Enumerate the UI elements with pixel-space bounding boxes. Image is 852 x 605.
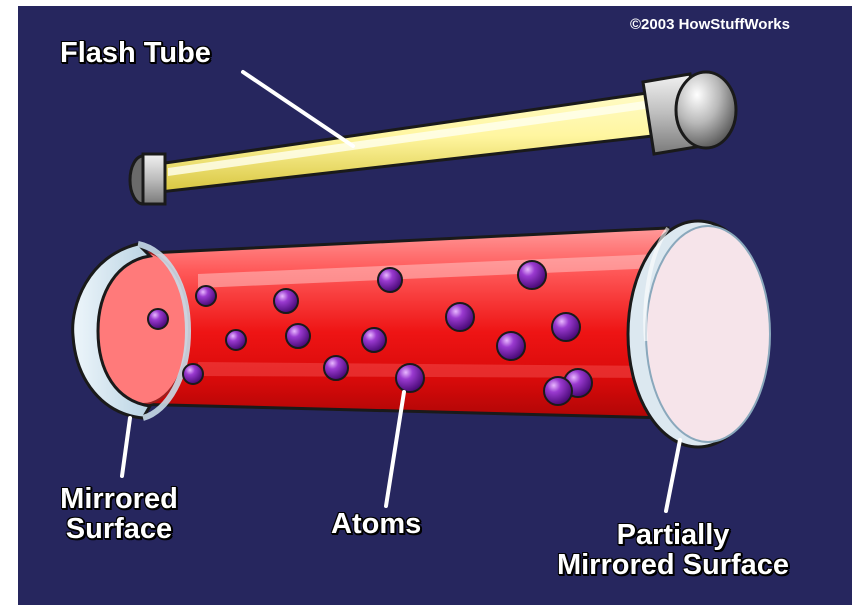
- atom: [497, 332, 525, 360]
- atom: [196, 286, 216, 306]
- flash-tube-right-cap: [643, 72, 736, 154]
- leader-mirrored-surface: [122, 418, 130, 476]
- atom: [183, 364, 203, 384]
- leader-partially-mirrored: [666, 440, 680, 511]
- atom: [544, 377, 572, 405]
- atom: [396, 364, 424, 392]
- leader-flash-tube: [243, 72, 353, 146]
- atom: [378, 268, 402, 292]
- atom: [362, 328, 386, 352]
- atom: [286, 324, 310, 348]
- atom: [148, 309, 168, 329]
- copyright-notice: ©2003 HowStuffWorks: [630, 16, 790, 33]
- label-partially-line2: Mirrored Surface: [518, 550, 828, 580]
- label-flash-tube: Flash Tube: [60, 38, 211, 68]
- label-partially-mirrored-surface: Partially Mirrored Surface: [518, 520, 828, 580]
- label-mirrored-surface: Mirrored Surface: [44, 484, 194, 544]
- diagram-panel: ©2003 HowStuffWorks Flash Tube Mirrored …: [18, 6, 852, 605]
- label-partially-line1: Partially: [518, 520, 828, 550]
- label-mirrored-surface-line2: Surface: [44, 514, 194, 544]
- label-atoms: Atoms: [331, 509, 421, 539]
- partially-mirrored-surface: [628, 221, 770, 447]
- atom: [274, 289, 298, 313]
- label-mirrored-surface-line1: Mirrored: [44, 484, 194, 514]
- atom: [446, 303, 474, 331]
- atom: [324, 356, 348, 380]
- flash-tube: [130, 72, 736, 204]
- flash-tube-left-cap: [130, 154, 165, 204]
- atom: [518, 261, 546, 289]
- atom: [226, 330, 246, 350]
- atom: [552, 313, 580, 341]
